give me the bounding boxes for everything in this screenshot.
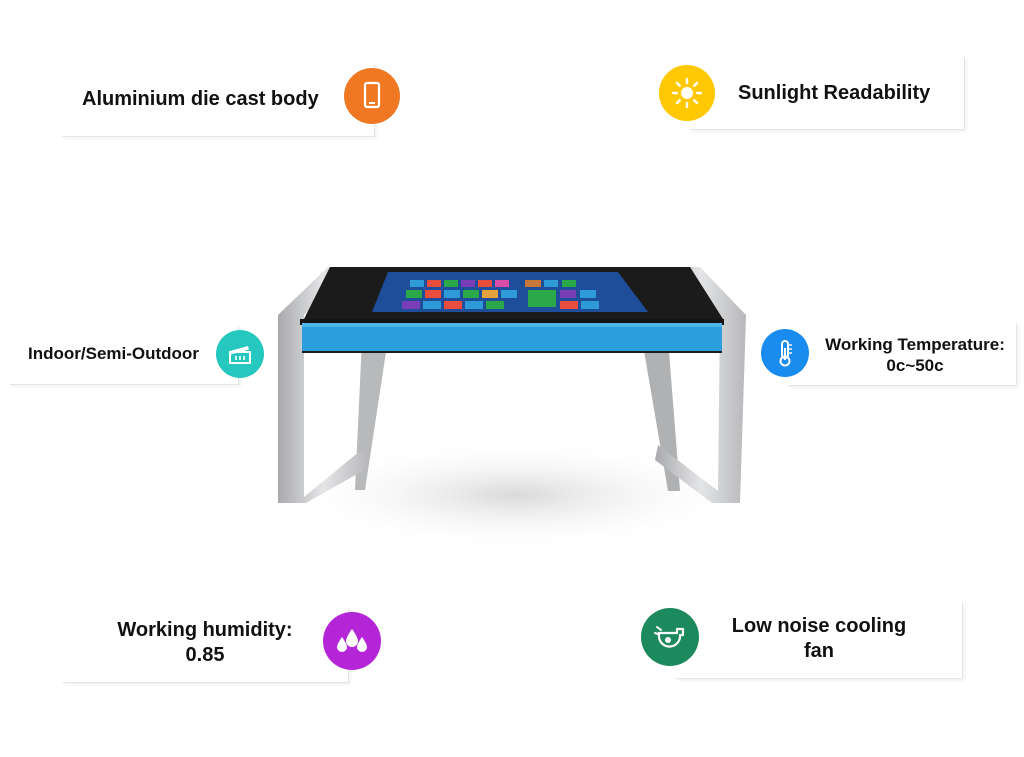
humidity-line2: 0.85 (185, 644, 225, 666)
feature-label-humidity: Working humidity: 0.85 (96, 618, 314, 668)
feature-card-temperature (788, 323, 1017, 386)
phone-icon (344, 68, 400, 124)
clapperboard-icon (216, 330, 264, 378)
table-front-lip (300, 319, 724, 325)
temperature-line2: 0c~50c (886, 356, 944, 376)
feature-label-cooling: Low noise cooling fan (710, 614, 928, 664)
feature-card-body (62, 64, 375, 137)
floor-shadow (285, 440, 745, 550)
thermometer-icon (761, 329, 809, 377)
water-drops-icon (323, 612, 381, 670)
humidity-line1: Working humidity: (117, 619, 293, 641)
cooling-line1: Low noise cooling (731, 615, 907, 637)
feature-card-humidity (62, 608, 349, 683)
cooling-line2: fan (804, 640, 834, 662)
table-blue-band (302, 323, 722, 353)
feature-label-temperature: Working Temperature: 0c~50c (806, 334, 1024, 377)
screen-tiles (402, 280, 599, 309)
feature-card-indoor (10, 326, 239, 385)
feature-label-indoor: Indoor/Semi-Outdoor (28, 344, 199, 363)
feature-label-sunlight: Sunlight Readability (738, 82, 931, 104)
feature-card-cooling (676, 602, 963, 679)
temperature-line1: Working Temperature: (825, 335, 1005, 354)
whistle-icon (641, 608, 699, 666)
left-side-frame (278, 267, 368, 503)
feature-card-sunlight (690, 57, 965, 130)
right-side-frame (655, 267, 746, 503)
sun-icon (659, 65, 715, 121)
feature-label-body: Aluminium die cast body (82, 88, 319, 110)
touch-table-image (278, 267, 746, 550)
back-right-leg (642, 339, 680, 491)
